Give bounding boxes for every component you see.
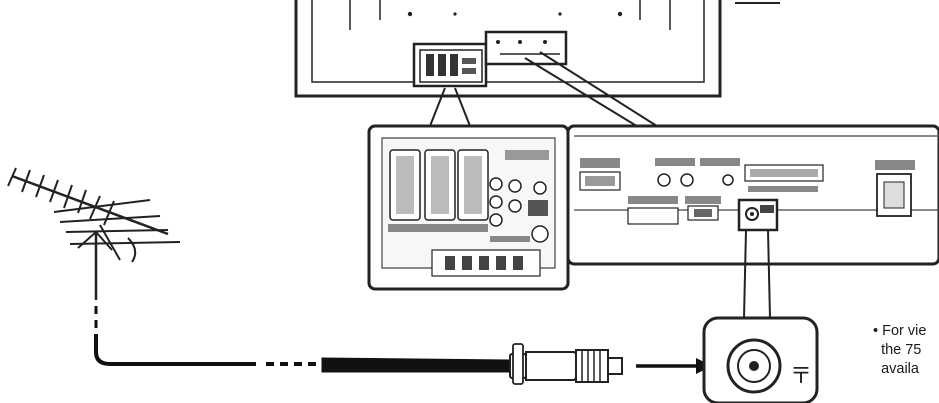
rf-input-highlight bbox=[737, 198, 779, 232]
instruction-note: • For vie the 75 availa bbox=[873, 322, 939, 379]
antenna-cable bbox=[94, 306, 511, 373]
antenna-socket-callout: 〒 bbox=[702, 316, 819, 403]
leader-lines bbox=[429, 51, 661, 129]
insert-arrow bbox=[636, 358, 712, 374]
note-line-1: For vie bbox=[882, 323, 927, 339]
power-inlet bbox=[875, 160, 915, 217]
rca-jacks bbox=[489, 177, 549, 243]
note-line-2: the 75 bbox=[881, 342, 922, 358]
antenna-symbol-icon: 〒 bbox=[790, 364, 812, 389]
audio-jacks bbox=[657, 173, 734, 187]
tv-terminal-block bbox=[412, 30, 568, 88]
right-detail-panel bbox=[566, 124, 939, 266]
note-line-3: availa bbox=[881, 361, 919, 377]
coaxial-plug bbox=[509, 343, 623, 385]
bottom-jack-row bbox=[431, 249, 541, 277]
antenna bbox=[7, 167, 181, 300]
left-detail-panel bbox=[367, 124, 570, 291]
scart-socket-3 bbox=[457, 149, 489, 221]
pc-input-port bbox=[579, 158, 621, 191]
lower-ports bbox=[627, 196, 721, 225]
scart-socket-1 bbox=[389, 149, 421, 221]
socket-leader-lines bbox=[743, 229, 771, 319]
tv-rear-panel bbox=[294, 0, 780, 98]
long-connector bbox=[744, 164, 824, 192]
scart-socket-2 bbox=[424, 149, 456, 221]
bullet: • bbox=[873, 323, 879, 339]
